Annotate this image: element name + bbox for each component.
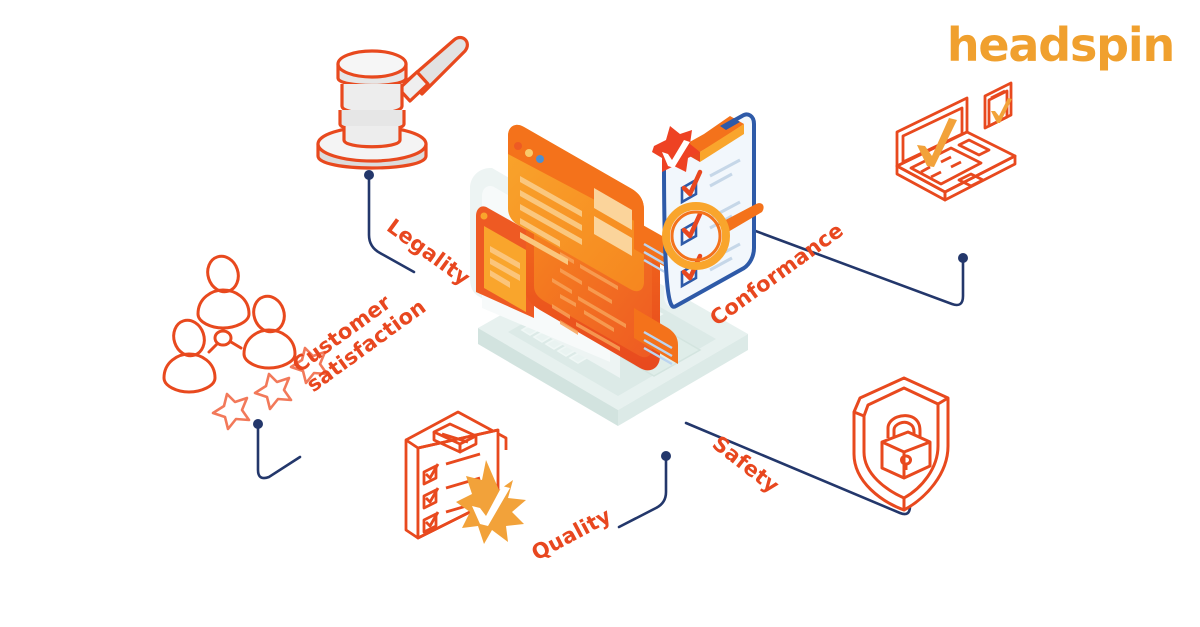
check-icon: [917, 98, 1012, 167]
person-icon: [242, 294, 297, 370]
lock-icon: [880, 414, 932, 480]
quality-seal-icon: [652, 126, 700, 172]
browser-window: [508, 124, 644, 292]
magnifier-icon: [662, 202, 764, 270]
star-icon: [289, 346, 329, 385]
shield-lock-icon: [852, 376, 950, 512]
clipboard-checklist: [652, 112, 764, 309]
laptop-testing-illustration: [470, 112, 764, 426]
clipboard-seal-icon: [404, 410, 526, 544]
laptop-phone-check-icon: [895, 81, 1017, 202]
person-icon: [196, 254, 251, 330]
star-icon: [211, 392, 251, 431]
star-icon: [253, 372, 293, 411]
headspin-logo: headspin: [946, 18, 1175, 72]
mobile-preview: [476, 206, 534, 318]
person-icon: [162, 318, 217, 394]
people-stars-icon: [162, 254, 329, 431]
code-lines: [552, 236, 626, 351]
gavel-icon: [316, 35, 469, 170]
quality-seal-icon: [456, 460, 526, 544]
